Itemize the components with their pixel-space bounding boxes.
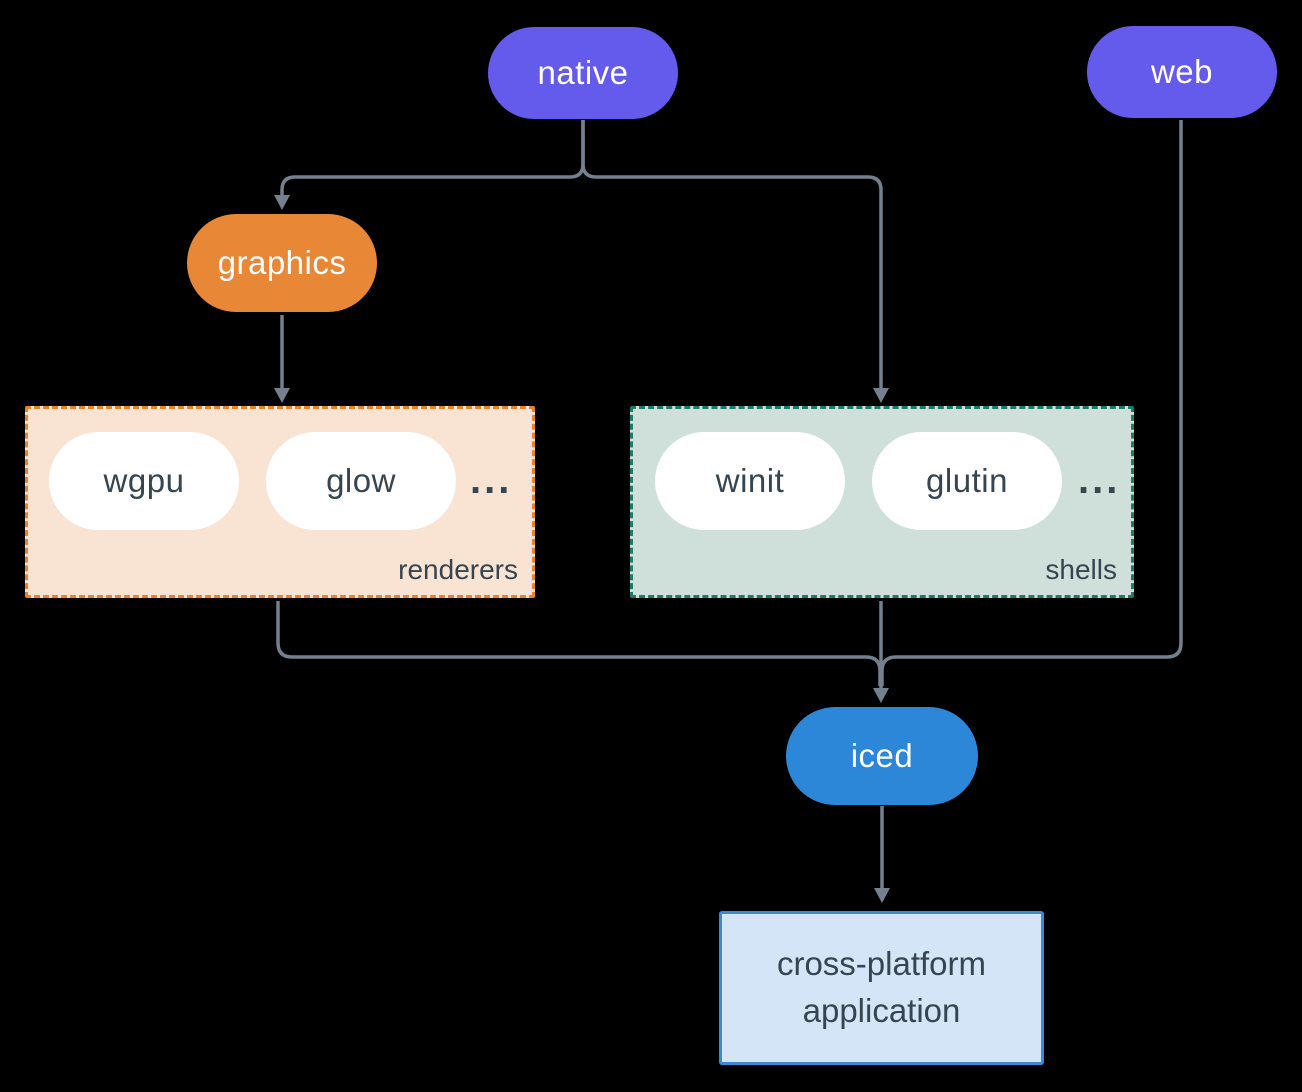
arrowhead-icon-renderers xyxy=(274,388,290,403)
renderers-ellipsis: ... xyxy=(470,458,513,502)
arrow-web-to-iced xyxy=(880,120,1183,686)
arrowhead-icon-iced xyxy=(873,688,889,703)
node-application-label: cross-platform application xyxy=(776,945,987,1029)
node-graphics-label: graphics xyxy=(217,244,347,281)
shell-pill-winit: winit xyxy=(655,432,845,530)
renderer-pill-glow-label: glow xyxy=(326,462,396,499)
shells-ellipsis: ... xyxy=(1078,458,1121,502)
node-native: native xyxy=(488,27,678,119)
node-graphics: graphics xyxy=(187,214,377,312)
arrowhead-icon-application xyxy=(874,888,890,903)
shell-pill-glutin-label: glutin xyxy=(926,462,1008,499)
arrowhead-icon-graphics xyxy=(274,195,290,210)
renderer-pill-wgpu-label: wgpu xyxy=(103,462,185,499)
group-renderers-label: renderers xyxy=(398,554,518,585)
shell-pill-winit-label: winit xyxy=(715,462,785,499)
node-iced-label: iced xyxy=(850,737,914,774)
arrow-native-to-graphics xyxy=(280,120,585,196)
shell-pill-glutin: glutin xyxy=(872,432,1062,530)
group-shells-label: shells xyxy=(1045,554,1117,585)
arrow-native-to-shells xyxy=(581,120,883,389)
node-iced: iced xyxy=(786,707,978,805)
arrow-renderers-to-iced xyxy=(276,601,882,686)
node-web: web xyxy=(1087,26,1277,118)
node-native-label: native xyxy=(537,54,629,91)
renderer-pill-glow: glow xyxy=(266,432,456,530)
renderer-pill-wgpu: wgpu xyxy=(49,432,239,530)
node-application: cross-platform application xyxy=(719,911,1044,1065)
arrowhead-icon-shells xyxy=(873,388,889,403)
node-web-label: web xyxy=(1150,53,1214,90)
